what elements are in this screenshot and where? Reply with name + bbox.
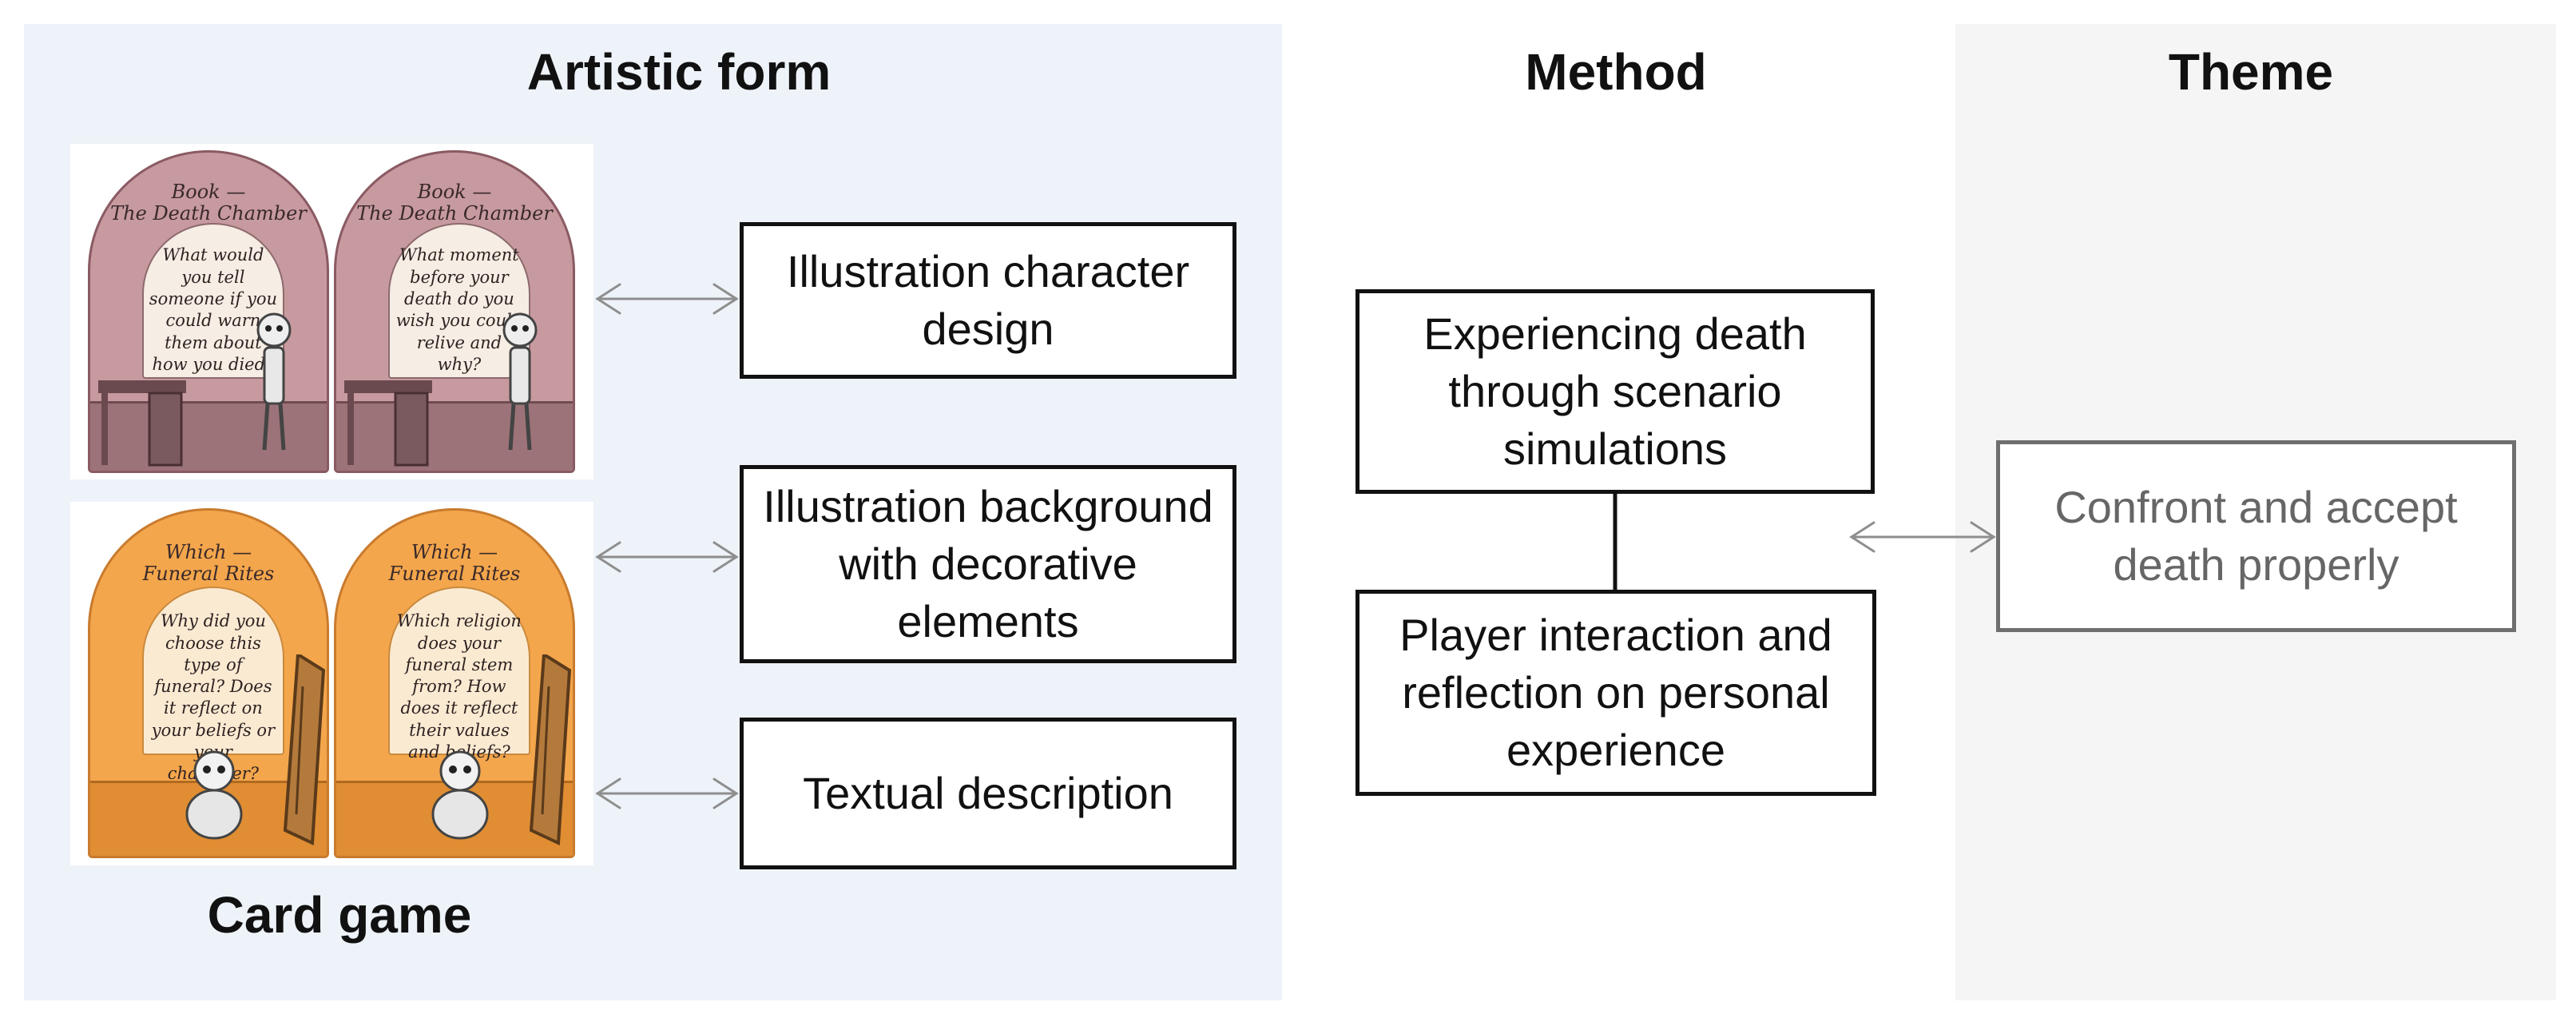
card-question: What moment before your death do you wis… — [395, 245, 523, 374]
box-label: Experiencing death through scenario simu… — [1423, 308, 1807, 474]
card-question: What would you tell someone if you could… — [149, 245, 278, 374]
player-interaction-box: Player interaction and reflection on per… — [1355, 590, 1876, 796]
double-arrow-textual — [595, 777, 739, 809]
card-image-top: Book — The Death Chamber What would you … — [70, 144, 593, 479]
card-title: Which — Funeral Rites — [388, 540, 521, 586]
method-heading: Method — [1525, 43, 1707, 101]
coffin-illustration — [529, 654, 572, 846]
card-image-bottom: Which — Funeral Rites Why did you choose… — [70, 502, 593, 865]
textual-description-box: Textual description — [740, 718, 1236, 869]
skeleton-illustration — [431, 750, 489, 840]
card-funeral-rites-2: Which — Funeral Rites Which religion doe… — [334, 508, 575, 858]
card-funeral-rites-1: Which — Funeral Rites Why did you choose… — [88, 508, 329, 858]
skeleton-illustration — [256, 312, 292, 451]
skeleton-illustration — [185, 750, 243, 840]
artistic-form-heading: Artistic form — [526, 43, 832, 101]
card-death-chamber-1: Book — The Death Chamber What would you … — [88, 150, 329, 473]
desk-illustration — [344, 380, 432, 467]
card-death-chamber-2: Book — The Death Chamber What moment bef… — [334, 150, 575, 473]
illustration-character-design-box: Illustration character design — [740, 222, 1236, 379]
illustration-background-box: Illustration background with decorative … — [740, 465, 1236, 663]
card-question: Why did you choose this type of funeral?… — [151, 611, 276, 783]
theme-heading: Theme — [2168, 43, 2334, 101]
double-arrow-character — [595, 283, 739, 315]
double-arrow-background — [595, 541, 739, 573]
card-title: Book — The Death Chamber — [110, 180, 307, 225]
card-title: Which — Funeral Rites — [142, 540, 275, 586]
card-title: Book — The Death Chamber — [356, 180, 553, 225]
box-label: Textual description — [803, 768, 1173, 819]
box-label: Confront and accept death properly — [2054, 482, 2458, 590]
coffin-illustration — [283, 654, 326, 846]
confront-death-box: Confront and accept death properly — [1996, 440, 2516, 632]
box-label: Player interaction and reflection on per… — [1399, 610, 1832, 775]
card-game-label: Card game — [207, 886, 472, 944]
experiencing-death-box: Experiencing death through scenario simu… — [1355, 289, 1875, 494]
double-arrow-theme — [1849, 521, 1996, 553]
box-label: Illustration background with decorative … — [763, 481, 1213, 646]
desk-illustration — [98, 380, 186, 467]
box-label: Illustration character design — [786, 246, 1190, 354]
skeleton-illustration — [502, 312, 538, 451]
